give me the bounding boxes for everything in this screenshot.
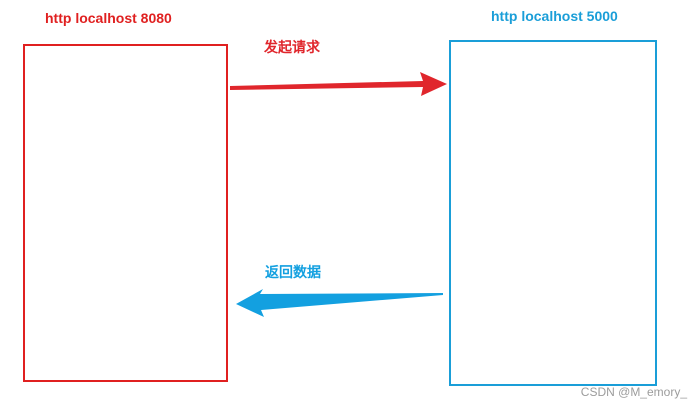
right-server-box — [449, 40, 657, 386]
right-server-label: http localhost 5000 — [491, 8, 618, 24]
watermark: CSDN @M_emory_ — [580, 385, 687, 399]
request-arrow — [230, 72, 447, 96]
response-arrow — [236, 289, 443, 317]
request-arrow-label: 发起请求 — [264, 39, 320, 55]
left-server-label: http localhost 8080 — [45, 10, 172, 26]
left-server-box — [23, 44, 228, 382]
response-arrow-label: 返回数据 — [265, 264, 321, 280]
